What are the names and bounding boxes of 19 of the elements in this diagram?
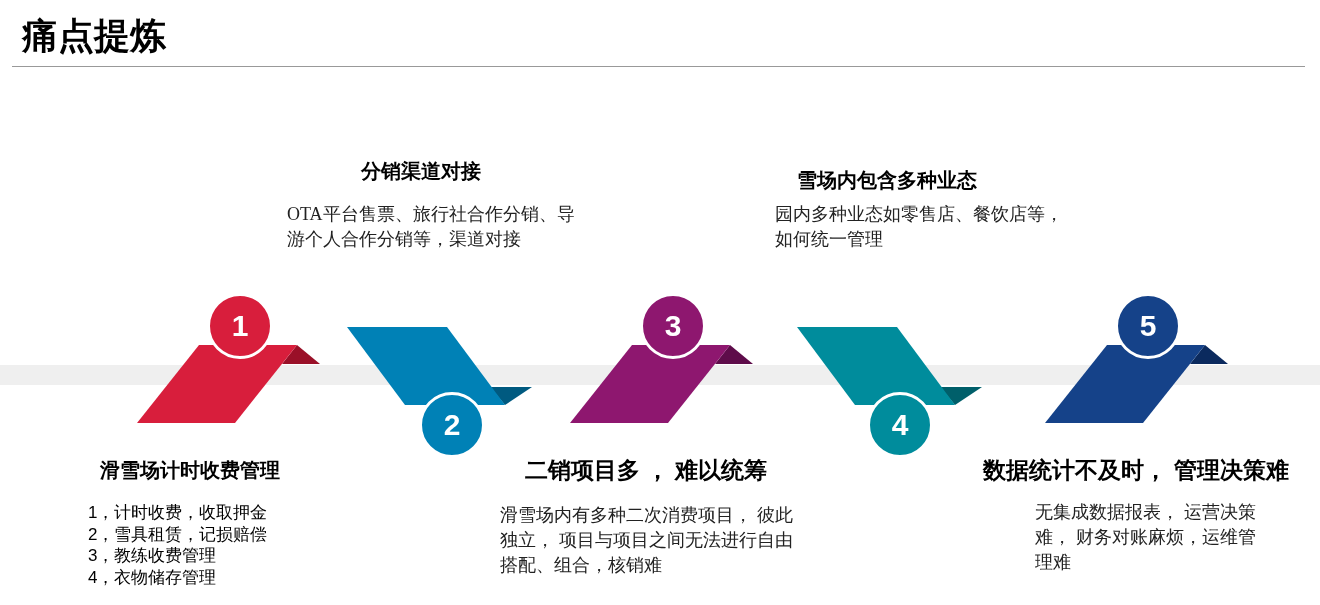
description: 园内多种业态如零售店、餐饮店等，如何统一管理 [775,203,1064,251]
number-badge: 1 [207,293,273,359]
number-badge: 4 [867,392,933,458]
step-heading: 雪场内包含多种业态 [797,168,977,193]
description: OTA平台售票、旅行社合作分销、导游个人合作分销等，渠道对接 [287,203,576,251]
number-badge: 3 [640,293,706,359]
description: 滑雪场内有多种二次消费项目， 彼此独立， 项目与项目之间无法进行自由搭配、组合，核销难 [500,504,794,577]
number-badge: 2 [419,392,485,458]
title: 痛点提炼 [22,14,166,58]
list-item: 4，衣物储存管理 [88,567,217,588]
number-badge: 5 [1115,293,1181,359]
list-item: 2，雪具租赁，记损赔偿 [88,524,268,545]
step-heading: 分销渠道对接 [361,159,481,184]
description: 无集成数据报表， 运营决策难， 财务对账麻烦，运维管理难 [1035,501,1257,574]
step-heading: 数据统计不及时， 管理决策难 [983,456,1289,485]
list-item: 3，教练收费管理 [88,546,217,566]
step-heading: 二销项目多 ， 难以统筹 [524,456,768,485]
step-heading: 滑雪场计时收费管理 [100,458,280,483]
list-item: 1，计时收费，收取押金 [88,503,268,523]
